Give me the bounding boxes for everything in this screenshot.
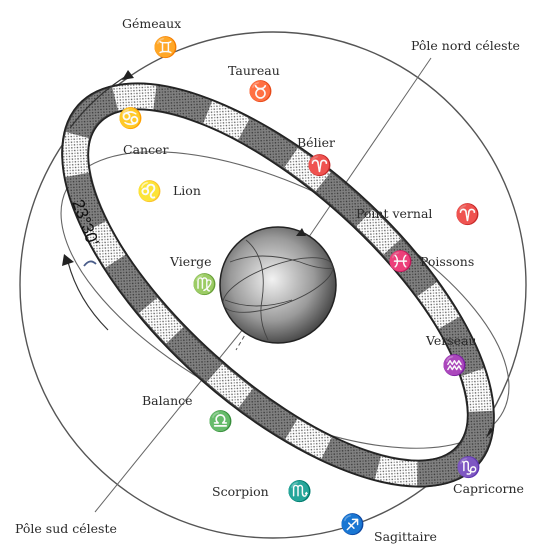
label-pole-nord: Pôle nord céleste <box>411 38 520 53</box>
label-belier: Bélier <box>297 135 335 150</box>
sagittarius-icon: ♐ <box>340 512 365 536</box>
rotation-arrow-left <box>68 262 108 330</box>
label-scorpion: Scorpion <box>212 484 269 499</box>
earth <box>217 227 340 343</box>
angle-arc <box>84 261 96 266</box>
cancer-icon: ♋ <box>118 106 143 130</box>
leo-icon: ♌ <box>137 179 162 203</box>
label-vierge: Vierge <box>169 254 212 269</box>
libra-icon: ♎ <box>208 409 233 433</box>
label-point-vernal: Point vernal <box>356 206 432 221</box>
label-sagittaire: Sagittaire <box>374 529 437 544</box>
label-taureau: Taureau <box>228 63 280 78</box>
pisces-icon: ♓ <box>388 249 413 273</box>
label-pole-sud: Pôle sud céleste <box>15 521 117 536</box>
scorpio-icon: ♏ <box>287 479 312 503</box>
label-capricorne: Capricorne <box>453 481 524 496</box>
label-cancer: Cancer <box>123 142 168 157</box>
aries-icon: ♈ <box>307 153 332 177</box>
taurus-icon: ♉ <box>248 79 273 103</box>
vernal-point-icon: ♈ <box>455 202 480 226</box>
virgo-icon: ♍ <box>192 272 217 296</box>
label-gemeaux: Gémeaux <box>122 16 181 31</box>
aquarius-icon: ♒ <box>442 353 467 377</box>
label-lion: Lion <box>173 183 201 198</box>
gemini-icon: ♊ <box>153 35 178 59</box>
label-verseau: Verseau <box>425 333 477 348</box>
label-balance: Balance <box>142 393 193 408</box>
capricorn-icon: ♑ <box>456 455 481 479</box>
label-poissons: Poissons <box>420 254 474 269</box>
